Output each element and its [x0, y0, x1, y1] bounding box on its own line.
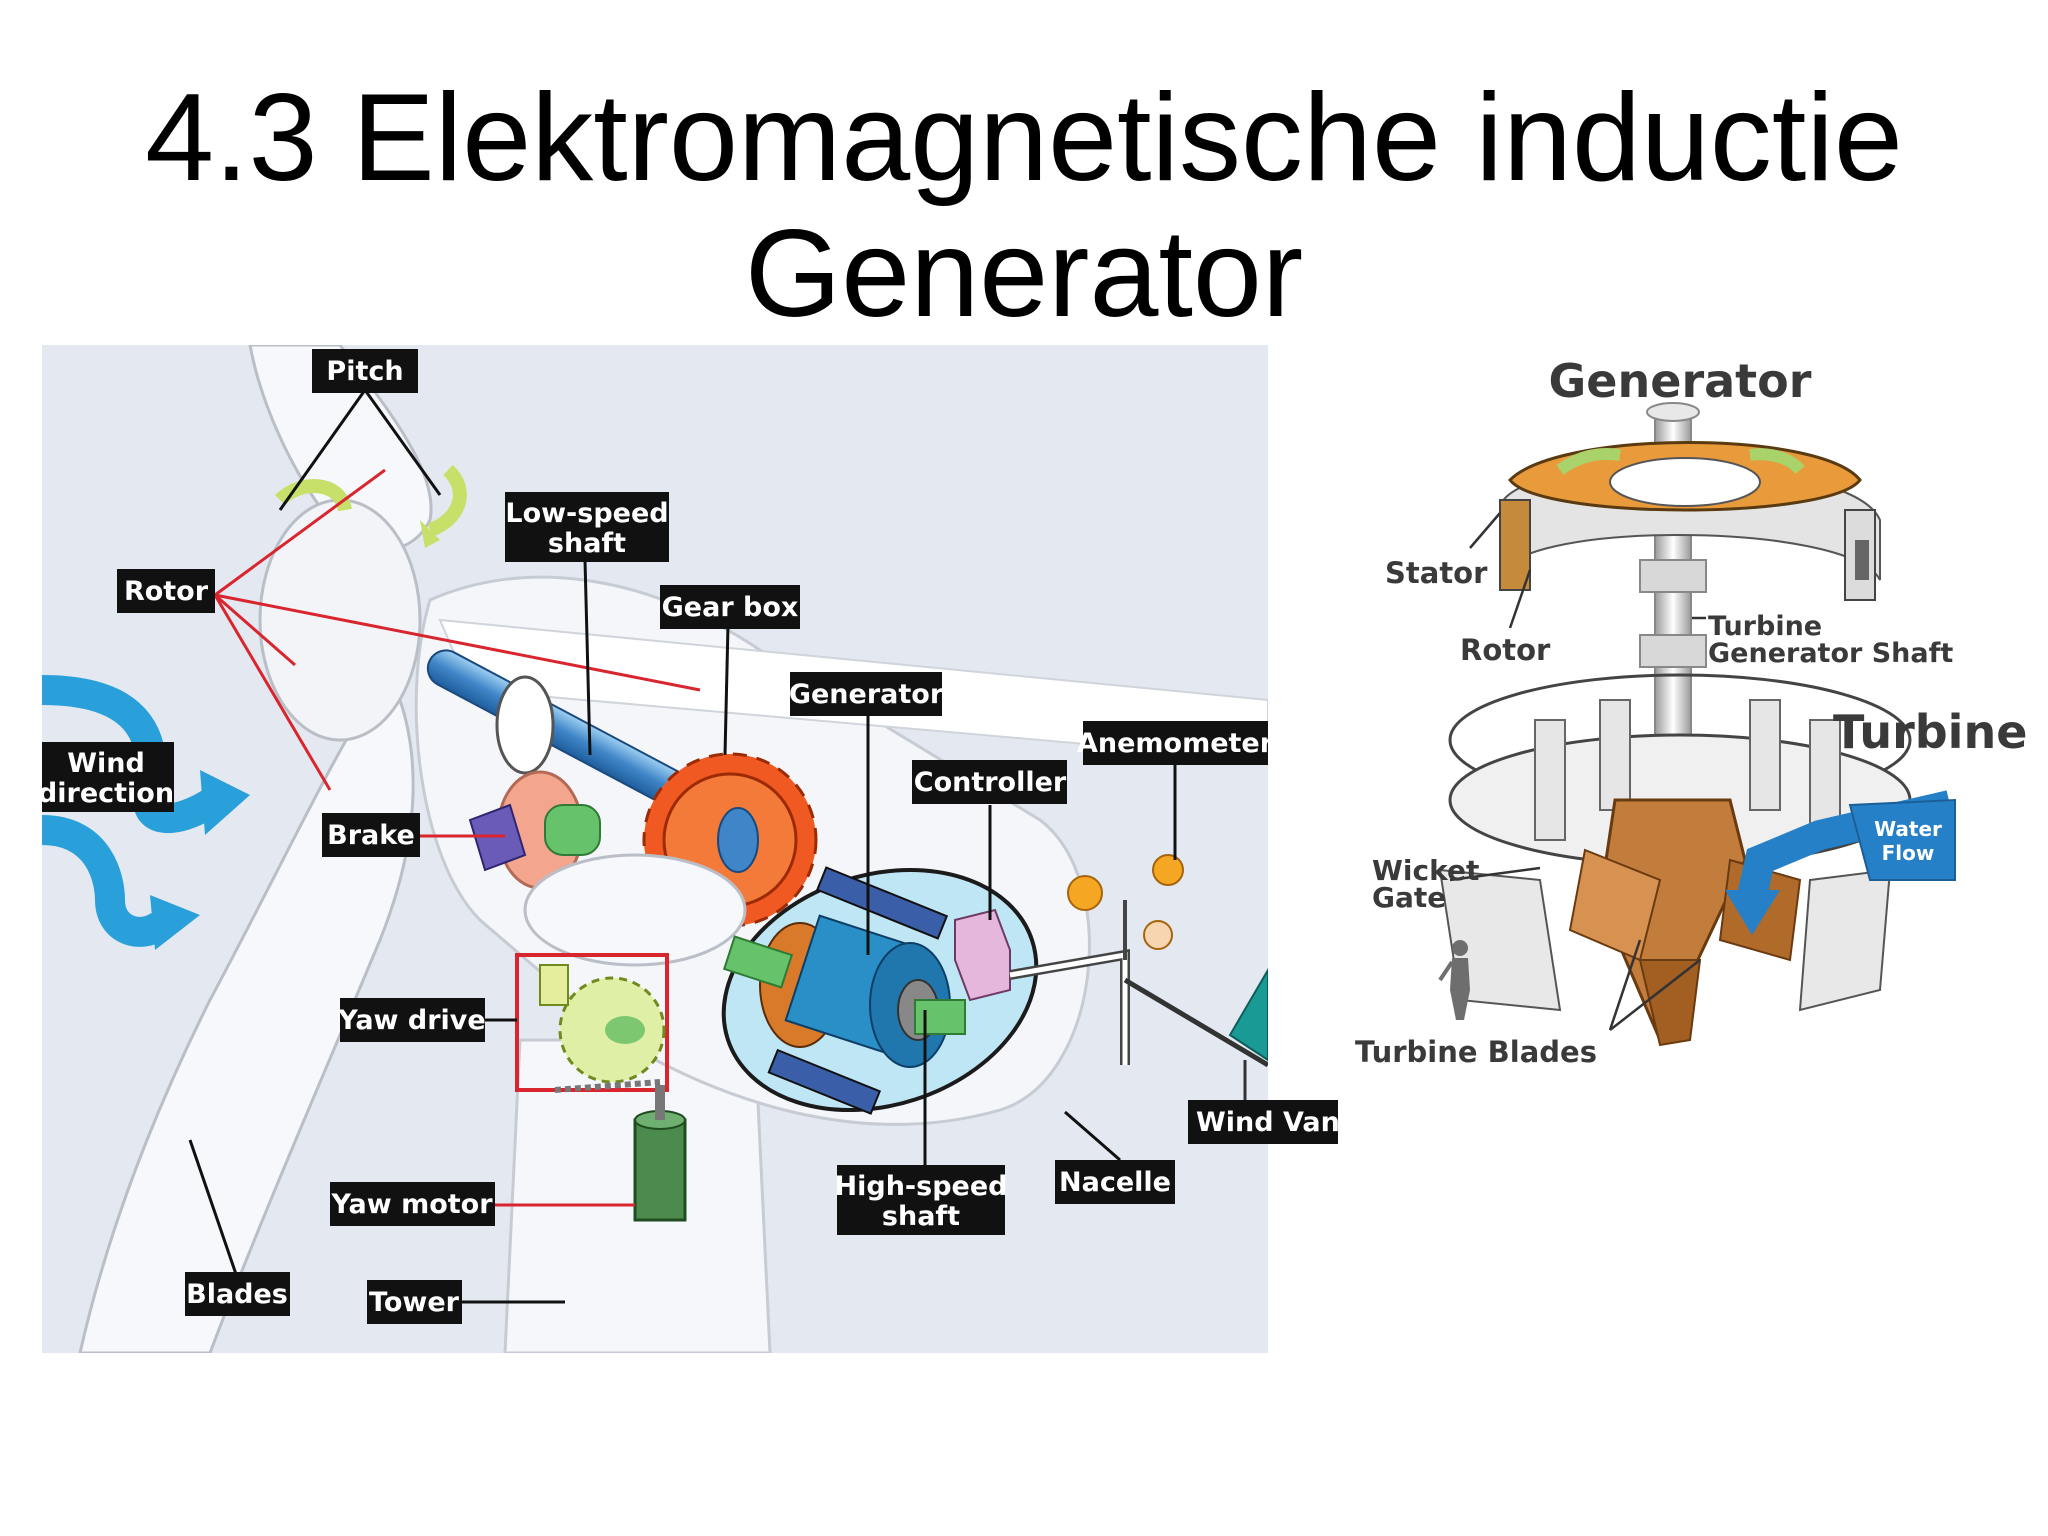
anemometer-cup-right: [1152, 854, 1184, 886]
label-yaw-drive: Yaw drive: [337, 998, 486, 1042]
label-generator: Generator: [789, 672, 944, 716]
label-high-speed-shaft: High-speed shaft: [835, 1165, 1008, 1235]
svg-text:Gear box: Gear box: [662, 592, 799, 623]
svg-text:Flow: Flow: [1882, 841, 1935, 865]
label-tower: Tower: [367, 1280, 462, 1324]
svg-text:Generator: Generator: [789, 679, 944, 710]
svg-text:shaft: shaft: [548, 528, 626, 559]
label-pitch: Pitch: [312, 349, 418, 393]
svg-text:Controller: Controller: [914, 767, 1067, 798]
svg-text:High-speed: High-speed: [835, 1171, 1008, 1202]
hydro-turbine-diagram: Generator Stator Rotor Turbine Generator…: [1355, 354, 2027, 1069]
generator-rotor: [759, 914, 966, 1068]
svg-text:Tower: Tower: [369, 1287, 460, 1318]
yaw-motor: [633, 1085, 687, 1222]
svg-text:Yaw motor: Yaw motor: [330, 1189, 493, 1220]
hydro-label-rotor: Rotor: [1460, 633, 1551, 667]
label-low-speed-shaft: Low-speed shaft: [505, 492, 669, 562]
hydro-label-turbine-blades: Turbine Blades: [1355, 1035, 1597, 1069]
svg-text:Wind: Wind: [67, 748, 145, 779]
svg-text:Brake: Brake: [327, 820, 415, 851]
label-rotor: Rotor: [117, 569, 215, 613]
label-blades: Blades: [185, 1272, 290, 1316]
pitch-arrow-right: [427, 464, 467, 537]
hydro-label-stator: Stator: [1385, 556, 1488, 590]
wind-vane-fin: [1228, 968, 1268, 1062]
anemometer-cup-left: [1067, 875, 1103, 911]
svg-text:Water: Water: [1874, 817, 1942, 841]
svg-text:direction: direction: [38, 778, 174, 809]
svg-text:Blades: Blades: [186, 1279, 288, 1310]
label-nacelle: Nacelle: [1055, 1160, 1175, 1204]
high-speed-shaft-shape: [722, 935, 794, 989]
svg-text:Nacelle: Nacelle: [1059, 1167, 1171, 1198]
wind-arrow-lower: [42, 815, 169, 947]
wind-turbine-diagram: Pitch Rotor Low-speed shaft Gear box Gen…: [38, 345, 1358, 1353]
svg-text:Anemometer: Anemometer: [1077, 728, 1274, 759]
hydro-label-generator: Generator: [1549, 354, 1812, 408]
label-wind-direction: Wind direction: [38, 742, 174, 812]
svg-text:shaft: shaft: [882, 1201, 960, 1232]
svg-text:Yaw drive: Yaw drive: [337, 1005, 485, 1036]
label-yaw-motor: Yaw motor: [330, 1182, 495, 1226]
svg-text:Rotor: Rotor: [124, 576, 209, 607]
label-controller: Controller: [912, 760, 1067, 804]
slide-title: 4.3 Elektromagnetische inductie Generato…: [0, 70, 2048, 342]
shaft-bearing: [495, 675, 555, 775]
hydro-label-shaft-line-1: Turbine: [1708, 611, 1822, 642]
yaw-drive-gears: [539, 964, 666, 1093]
title-line-1: 4.3 Elektromagnetische inductie: [145, 69, 1903, 207]
label-brake: Brake: [322, 813, 420, 857]
hydro-label-wicket-line-2: Gate: [1372, 881, 1446, 914]
label-gear-box: Gear box: [660, 585, 800, 629]
hydro-label-turbine: Turbine: [1833, 705, 2027, 759]
hydro-label-shaft-line-2: Generator Shaft: [1708, 638, 1953, 669]
label-wind-vane: Wind Vane: [1188, 1100, 1358, 1144]
wind-turbine-labels: Pitch Rotor Low-speed shaft Gear box Gen…: [38, 349, 1358, 1324]
hydro-label-wicket-line-1: Wicket: [1372, 854, 1479, 887]
controller-box: [954, 908, 1011, 1002]
generator-stator-ring: [1499, 441, 1881, 601]
svg-text:Pitch: Pitch: [326, 356, 403, 387]
title-line-2: Generator: [744, 205, 1304, 343]
svg-text:Low-speed: Low-speed: [505, 498, 668, 529]
person-scale-icon: [1438, 940, 1470, 1020]
yaw-drive-highlight: [515, 953, 669, 1092]
water-flow-label: Water Flow: [1848, 798, 1956, 881]
label-anemometer: Anemometer: [1077, 721, 1274, 765]
svg-text:Wind Vane: Wind Vane: [1196, 1107, 1358, 1138]
